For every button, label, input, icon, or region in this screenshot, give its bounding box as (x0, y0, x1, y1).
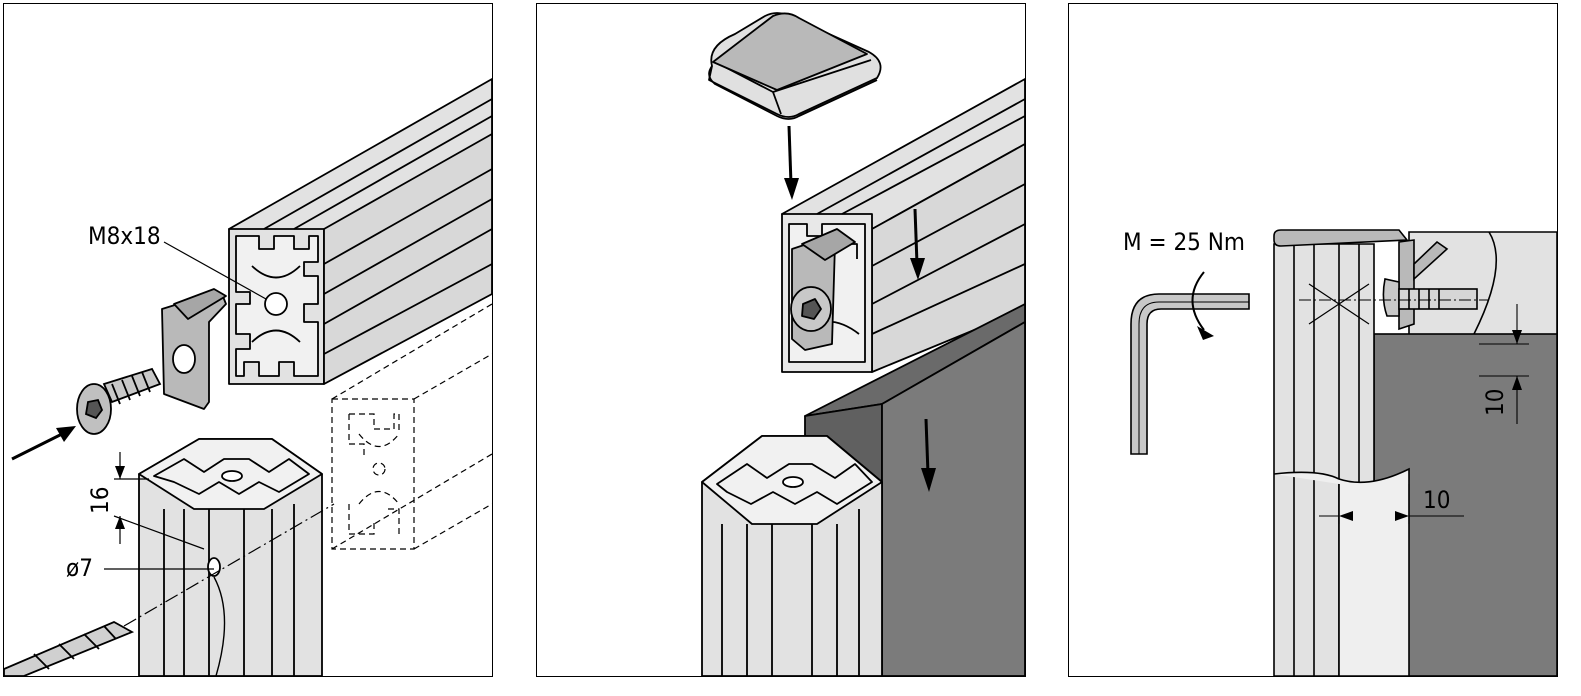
profile-down-arrow (910, 208, 925, 280)
vertical-profile (1273, 243, 1410, 676)
dimension-lines (104, 241, 267, 570)
drill-bit (4, 620, 135, 676)
screw-size-label: M8x18 (88, 222, 161, 250)
dimension-arrowheads (115, 466, 125, 529)
panel-down-arrow (921, 418, 936, 492)
anchor-clip-section (1382, 239, 1478, 331)
assembly-step-3-panel: M = 25 Nm 10 10 (1068, 3, 1558, 677)
step-2-illustration (701, 12, 1025, 676)
assembly-step-1-panel: M8x18 16 ø7 (3, 3, 493, 677)
end-cap-section (1273, 229, 1409, 247)
vertical-offset-label: 10 (1481, 388, 1509, 416)
dimension-lines (1319, 304, 1529, 524)
button-head-screw (76, 367, 162, 435)
vertical-profile (138, 438, 323, 676)
step-3-illustration (1130, 229, 1557, 676)
vertical-profile (701, 435, 883, 676)
torque-rotation-icon (1191, 271, 1214, 340)
assembly-step-2-panel (536, 3, 1026, 677)
hole-diameter-label: ø7 (66, 554, 93, 582)
cap-down-arrow (784, 125, 799, 200)
horizontal-profile (228, 78, 492, 385)
dimension-arrowheads (1339, 330, 1522, 521)
drill-axis-line (123, 503, 335, 627)
ghost-profile (331, 303, 492, 550)
anchor-clip-mounted (790, 228, 856, 351)
screw-insert-arrow (11, 426, 76, 461)
hex-key-icon (1130, 293, 1250, 455)
anchor-clip (161, 288, 227, 410)
end-cap (708, 12, 882, 120)
horizontal-offset-label: 10 (1423, 486, 1451, 514)
torque-label: M = 25 Nm (1123, 228, 1245, 256)
hole-depth-label: 16 (86, 486, 114, 514)
step-1-illustration (4, 78, 492, 676)
